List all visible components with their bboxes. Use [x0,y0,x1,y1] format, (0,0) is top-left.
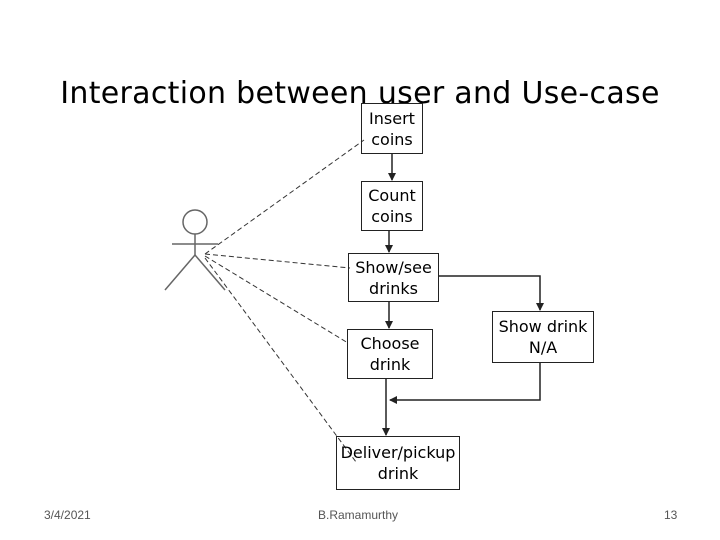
association-deliver [204,257,357,463]
use-case-deliver-pickup: Deliver/pickup drink [336,436,460,490]
association-show-drinks [204,253,351,269]
slide-title: Interaction between user and Use-case [60,76,660,111]
footer-page-number: 13 [664,508,678,522]
footer-author: B.Ramamurthy [318,508,399,522]
use-case-choose-drink: Choose drink [347,329,433,379]
use-case-show-drink-na: Show drink N/A [492,311,594,363]
use-case-insert-coins: Insert coins [361,103,423,154]
actor-stick-figure-icon [164,209,226,291]
footer-date: 3/4/2021 [44,508,91,522]
arrow-na-to-flow [389,363,541,404]
use-case-count-coins: Count coins [361,181,423,231]
arrow-show-to-na [439,275,544,311]
association-choose-drink [204,255,349,344]
association-insert-coins [204,139,365,255]
use-case-show-see-drinks: Show/see drinks [348,253,439,302]
